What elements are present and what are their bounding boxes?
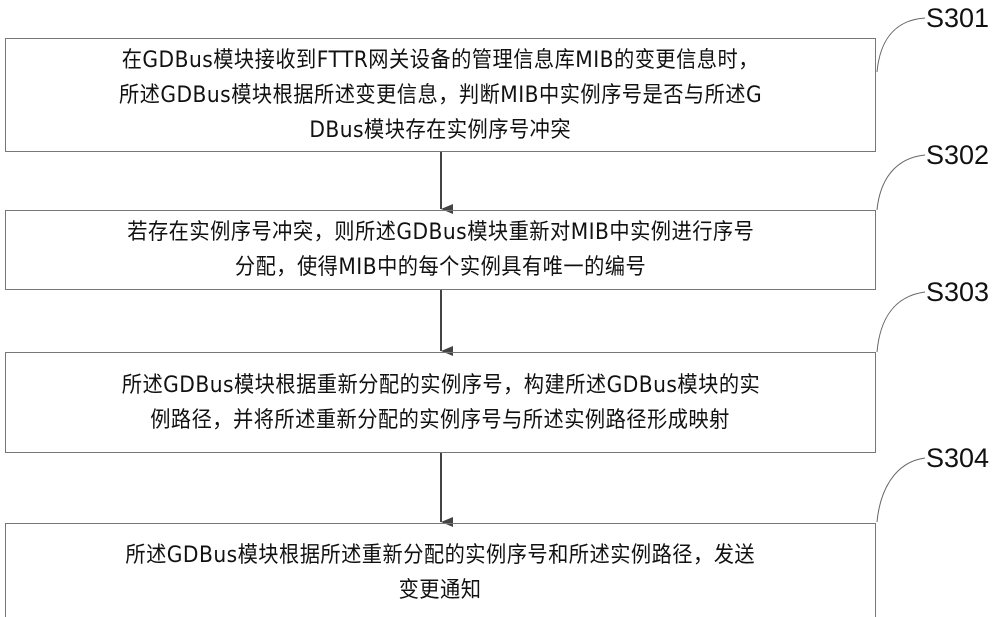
step-text: 在GDBus模块接收到FTTR网关设备的管理信息库MIB的变更信息时， [121, 47, 760, 73]
step-label-s303: S303 [926, 277, 990, 307]
step-label-s302: S302 [926, 140, 990, 170]
leader-s303 [876, 291, 926, 353]
leader-s304 [876, 457, 926, 523]
step-label-s304: S304 [926, 443, 990, 473]
step-text: 所述GDBus模块根据所述重新分配的实例序号和所述实例路径，发送 [125, 543, 756, 568]
step-text: DBus模块存在实例序号冲突 [309, 117, 572, 143]
step-box-s302: 若存在实例序号冲突，则所述GDBus模块重新对MIB中实例进行序号 分配，使得M… [5, 210, 876, 290]
step-label-s301: S301 [926, 3, 990, 33]
leader-s302 [876, 154, 926, 211]
step-box-s301: 在GDBus模块接收到FTTR网关设备的管理信息库MIB的变更信息时， 所述GD… [5, 38, 876, 152]
leader-s301 [876, 17, 926, 73]
step-text: 所述GDBus模块根据所述变更信息，判断MIB中实例序号是否与所述G [118, 82, 763, 108]
step-text: 分配，使得MIB中的每个实例具有唯一的编号 [234, 255, 647, 280]
step-text: 所述GDBus模块根据重新分配的实例序号，构建所述GDBus模块的实 [121, 372, 760, 398]
step-text: 若存在实例序号冲突，则所述GDBus模块重新对MIB中实例进行序号 [126, 220, 755, 245]
step-text: 例路径，并将所述重新分配的实例序号与所述实例路径形成映射 [150, 407, 731, 433]
step-box-s304: 所述GDBus模块根据所述重新分配的实例序号和所述实例路径，发送 变更通知 [5, 523, 876, 617]
step-text: 变更通知 [399, 578, 482, 603]
step-box-s303: 所述GDBus模块根据重新分配的实例序号，构建所述GDBus模块的实 例路径，并… [5, 352, 876, 453]
